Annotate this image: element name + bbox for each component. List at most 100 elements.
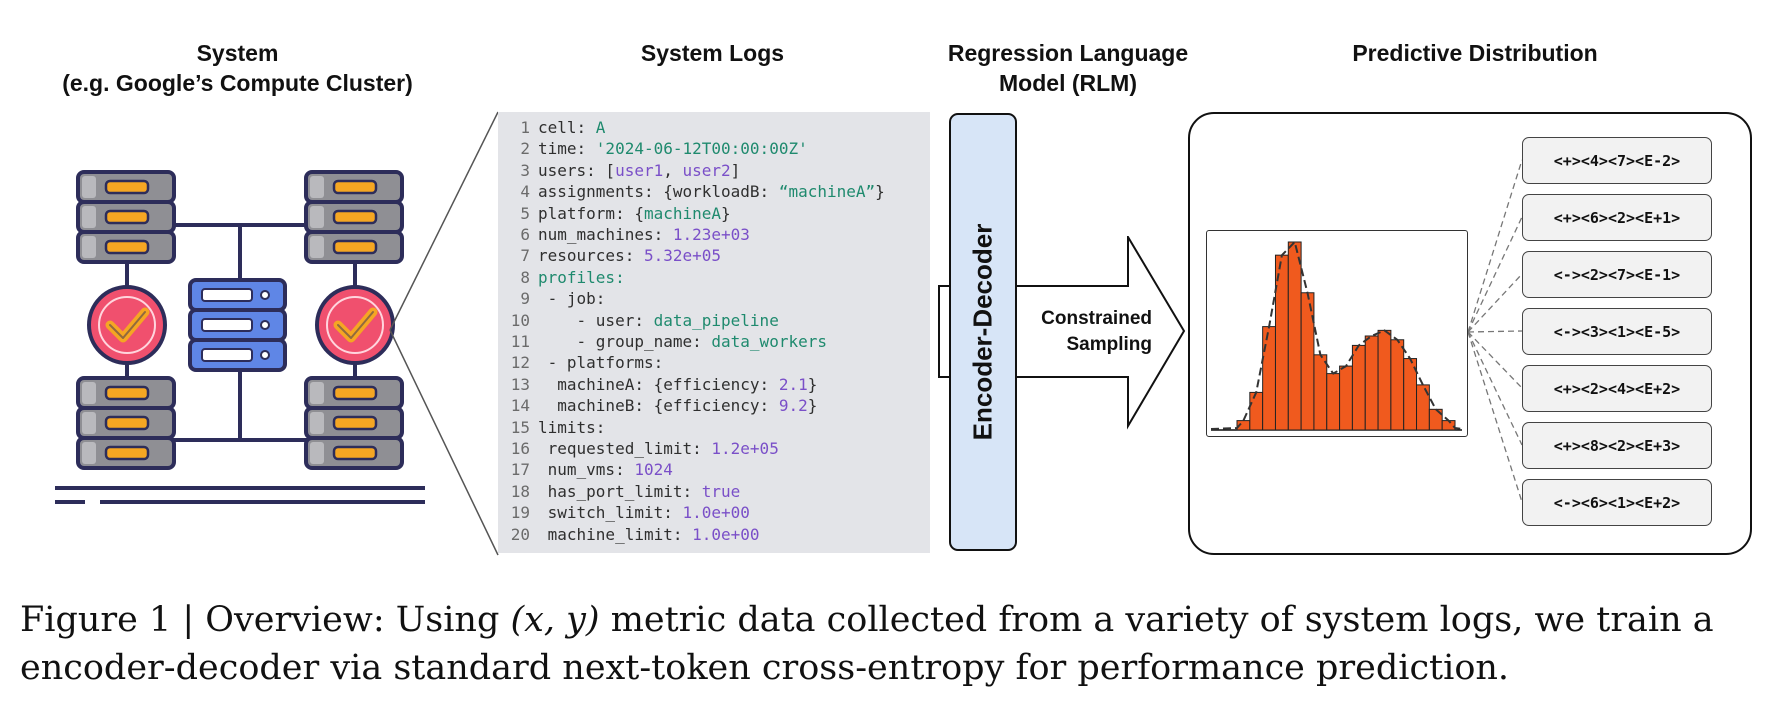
sampling-line1: Constrained — [1041, 308, 1152, 329]
log-token: 5.32e+05 — [643, 246, 722, 266]
log-line: users: [user1, user2] — [538, 160, 740, 181]
token-box: <-><6><1><E+2> — [1522, 479, 1712, 526]
log-token: users: [ — [538, 160, 616, 180]
log-token: machineA — [643, 203, 722, 223]
log-token: cell: — [538, 118, 596, 137]
token-connector — [1467, 331, 1523, 503]
log-token: - group_name: — [538, 332, 712, 351]
log-line-number: 20 — [510, 524, 530, 544]
log-line-number: 10 — [510, 310, 530, 330]
token-connector-lines — [1467, 159, 1523, 503]
encoder-decoder-label: Encoder-Decoder — [967, 223, 998, 441]
log-line: time: '2024-06-12T00:00:00Z' — [538, 138, 808, 159]
log-token: “machineA” — [778, 182, 876, 202]
log-token: has_port_limit: — [538, 481, 702, 501]
log-token: assignments: {workloadB: — [538, 182, 779, 202]
log-token: - user: — [538, 310, 654, 330]
log-token: time: — [538, 139, 596, 159]
log-line-number: 11 — [510, 332, 530, 351]
log-token: } — [721, 203, 731, 223]
rlm-header: Regression Language Model (RLM) — [878, 38, 1258, 98]
caption-line1: Figure 1 | Overview: Using (x, y) metric… — [20, 596, 1765, 644]
check-circle-icon — [87, 285, 167, 365]
log-token: 1.0e+00 — [692, 524, 760, 544]
log-token: 1.0e+00 — [682, 503, 750, 523]
log-token: machineB: {efficiency: — [538, 396, 779, 416]
log-line-number: 6 — [520, 225, 530, 244]
encoder-decoder-block: Encoder-Decoder — [949, 113, 1017, 551]
log-line: machineA: {efficiency: 2.1} — [538, 374, 817, 395]
log-line-number: 8 — [520, 267, 530, 287]
log-token: 1.2e+05 — [711, 439, 779, 458]
histogram-bar — [1326, 373, 1341, 431]
log-line: - group_name: data_workers — [538, 331, 827, 352]
histogram-bar — [1377, 329, 1392, 431]
log-token: machine_limit: — [538, 524, 693, 544]
log-token: requested_limit: — [538, 439, 712, 458]
log-line: num_vms: 1024 — [538, 459, 673, 480]
log-line-number: 9 — [520, 289, 530, 309]
caption-rest: metric data collected from a variety of … — [599, 600, 1714, 640]
log-line: - job: — [538, 288, 606, 309]
density-curve — [1210, 241, 1463, 430]
log-line-number: 14 — [510, 396, 530, 416]
histogram-bar — [1339, 365, 1353, 431]
log-token: } — [875, 182, 885, 202]
log-token: , — [663, 160, 683, 180]
log-token: data_workers — [711, 332, 827, 351]
histogram-bar — [1428, 408, 1443, 431]
system-header-line2: (e.g. Google’s Compute Cluster) — [62, 70, 413, 96]
log-token: switch_limit: — [538, 503, 683, 523]
server-stack-icon — [76, 170, 176, 264]
log-line: switch_limit: 1.0e+00 — [538, 502, 750, 523]
log-line: - platforms: — [538, 352, 664, 373]
log-token: 9.2 — [778, 396, 808, 416]
log-token: 1.23e+03 — [672, 225, 750, 244]
logs-header: System Logs — [640, 40, 785, 66]
rlm-header-line1: Regression Language — [947, 40, 1189, 66]
histogram-box — [1206, 230, 1468, 437]
log-line-number: 1 — [520, 118, 530, 137]
predictive-header: Predictive Distribution — [1352, 40, 1598, 66]
token-connector — [1467, 216, 1523, 333]
server-stack-icon — [76, 376, 176, 470]
log-token: A — [595, 118, 606, 137]
log-line: requested_limit: 1.2e+05 — [538, 438, 779, 459]
log-line-number: 12 — [510, 353, 530, 373]
token-connector — [1467, 330, 1523, 333]
token-box: <-><3><1><E-5> — [1522, 308, 1712, 355]
log-token: ] — [730, 160, 741, 180]
log-token: - job: — [538, 289, 606, 309]
log-token: } — [807, 374, 818, 394]
log-token: data_pipeline — [653, 310, 779, 330]
log-line-number: 5 — [520, 203, 530, 223]
log-token: limits: — [538, 417, 606, 437]
check-circle-icon — [315, 285, 395, 365]
log-line-number: 19 — [510, 503, 530, 523]
log-token: user2 — [682, 160, 731, 180]
log-token: } — [807, 396, 818, 416]
histogram-bar — [1249, 391, 1264, 431]
token-box: <+><2><4><E+2> — [1522, 365, 1712, 412]
log-token: machineA: {efficiency: — [538, 374, 779, 394]
system-header-line1: System — [196, 40, 279, 66]
log-token: profiles: — [538, 267, 625, 287]
figure-caption: Figure 1 | Overview: Using (x, y) metric… — [20, 596, 1765, 692]
log-token: 2.1 — [778, 374, 808, 394]
log-line: - user: data_pipeline — [538, 310, 779, 331]
histogram-bar — [1390, 339, 1405, 431]
log-token: num_machines: — [538, 225, 673, 244]
log-line-number: 2 — [520, 139, 530, 159]
histogram-bar — [1313, 354, 1328, 431]
log-line: limits: — [538, 417, 605, 438]
log-token: resources: — [538, 246, 644, 266]
token-box: <+><6><2><E+1> — [1522, 194, 1712, 241]
token-connector — [1467, 159, 1523, 333]
log-line-number: 4 — [520, 182, 530, 202]
log-line: machine_limit: 1.0e+00 — [538, 524, 760, 545]
log-line-number: 18 — [510, 481, 530, 501]
histogram-bar — [1351, 344, 1366, 431]
server-stack-icon — [304, 376, 404, 470]
token-connector — [1467, 331, 1523, 389]
